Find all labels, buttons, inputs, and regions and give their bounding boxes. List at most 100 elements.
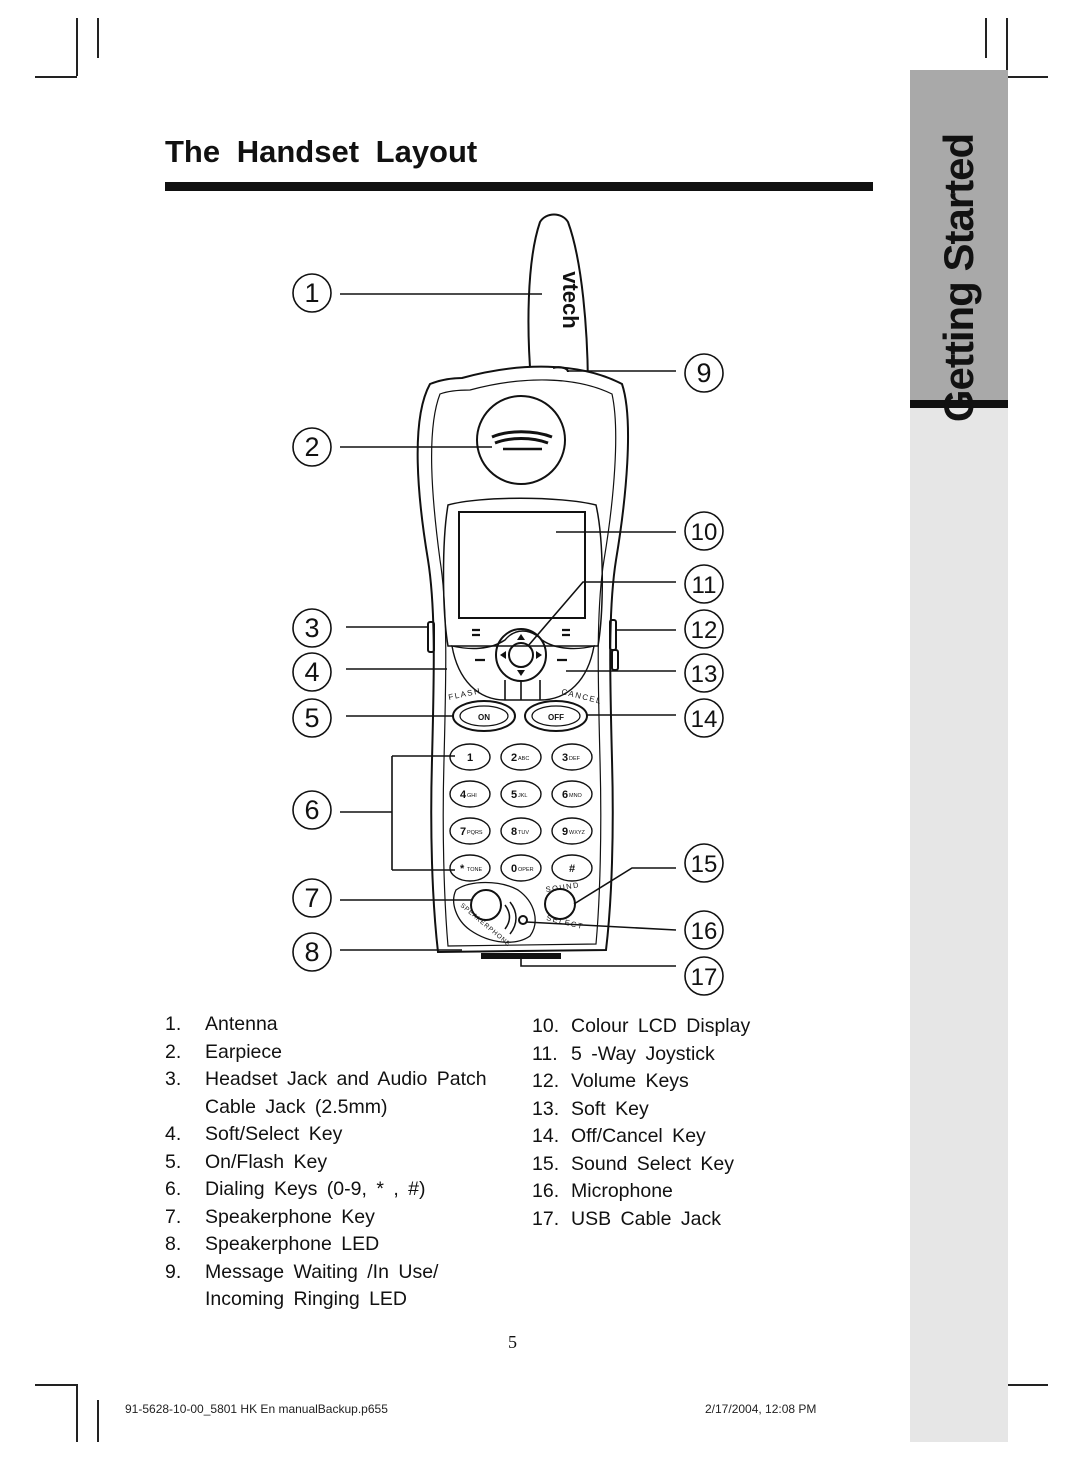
- keypad-key-letters: DEF: [569, 756, 581, 762]
- legend-item-number: 6.: [165, 1178, 182, 1200]
- crop-mark: [97, 1400, 99, 1442]
- callout-number: 4: [304, 657, 319, 687]
- legend-item: 12.Volume Keys: [532, 1069, 862, 1093]
- keypad-key-number: 9: [562, 826, 568, 838]
- callout-circle: [292, 932, 332, 972]
- keypad-key-number: 5: [511, 789, 517, 801]
- keypad-key-number: #: [569, 863, 575, 875]
- legend-item-text: Speakerphone Key: [205, 1205, 375, 1228]
- keypad-key-letters: ABC: [518, 756, 529, 762]
- legend-item-text: Message Waiting /In Use/: [205, 1260, 439, 1283]
- legend-item-text: USB Cable Jack: [571, 1207, 721, 1230]
- legend-item-number: 2.: [165, 1040, 182, 1063]
- speakerphone-led: [518, 915, 528, 925]
- keypad-key-letters: WXYZ: [569, 830, 586, 836]
- legend-item: 4.Soft/Select Key: [165, 1122, 515, 1146]
- legend-item-text: Incoming Ringing LED: [205, 1288, 408, 1310]
- legend-item-text: Dialing Keys (0-9, * , #): [205, 1178, 426, 1200]
- on-label: ON: [478, 713, 490, 722]
- speakerphone-key: [470, 889, 502, 921]
- callout-number: 9: [696, 358, 711, 388]
- crop-mark: [97, 18, 99, 58]
- callout-circle: [684, 956, 724, 996]
- legend-item-number: 16.: [532, 1180, 560, 1202]
- crop-mark: [1006, 18, 1008, 76]
- legend-item-number: 11.: [532, 1042, 558, 1065]
- keypad-key: [449, 817, 491, 845]
- legend-item: 8.Speakerphone LED: [165, 1232, 515, 1256]
- legend-item: Incoming Ringing LED: [165, 1287, 515, 1311]
- footer-timestamp: 2/17/2004, 12:08 PM: [705, 1402, 817, 1416]
- callout-circle: [684, 843, 724, 883]
- legend-item-number: 17.: [532, 1207, 560, 1230]
- legend-item-text: Earpiece: [205, 1040, 282, 1063]
- keypad-key-number: 7: [460, 826, 466, 838]
- legend-item-number: 1.: [165, 1013, 182, 1035]
- keypad-key: [500, 817, 542, 845]
- keypad-key-number: *: [460, 863, 465, 875]
- keypad-key: [500, 854, 542, 882]
- crop-mark: [76, 1384, 78, 1442]
- callout-circle: [684, 353, 724, 393]
- callout-circle: [292, 273, 332, 313]
- keypad-key: [449, 780, 491, 808]
- keypad-key-number: 0: [511, 863, 517, 875]
- legend-item-text: Soft Key: [571, 1097, 649, 1120]
- off-key: [524, 700, 588, 732]
- legend-item: 2. Earpiece: [165, 1040, 515, 1064]
- legend-item-number: 3.: [165, 1068, 182, 1090]
- callout-number: 3: [304, 613, 319, 643]
- antenna: [527, 213, 589, 393]
- callout-number: 14: [691, 706, 718, 733]
- legend-item-number: 10.: [532, 1015, 560, 1037]
- keypad-key-letters: TUV: [518, 830, 529, 836]
- keypad-key-number: 6: [562, 789, 568, 801]
- callout-number: 2: [304, 432, 319, 462]
- legend-item: Cable Jack (2.5mm): [165, 1095, 515, 1119]
- earpiece: [476, 395, 566, 485]
- legend-item-number: 8.: [165, 1233, 182, 1255]
- keypad-key-letters: MNO: [569, 793, 583, 799]
- callout-number: 5: [304, 703, 319, 733]
- legend-item-text: Microphone: [571, 1180, 673, 1202]
- legend-item: 7.Speakerphone Key: [165, 1205, 515, 1229]
- keypad-key: [551, 780, 593, 808]
- keypad-key-number: 3: [562, 752, 568, 764]
- page-number: 5: [508, 1332, 517, 1352]
- keypad-key-letters: JKL: [518, 793, 527, 799]
- callout-circle: [684, 698, 724, 738]
- lcd-frame: [442, 497, 603, 647]
- callout-number: 6: [304, 795, 319, 825]
- callout-circle: [684, 609, 724, 649]
- keypad-key: [449, 743, 491, 771]
- legend-item: 13.Soft Key: [532, 1097, 862, 1121]
- callout-circle: [292, 790, 332, 830]
- crop-mark: [35, 1384, 77, 1386]
- brand-label: vtech: [558, 271, 583, 328]
- legend-item: 11. 5 -Way Joystick: [532, 1042, 862, 1066]
- callout-number: 7: [304, 883, 319, 913]
- keypad-key-letters: TONE: [467, 867, 483, 873]
- legend-item-text: On/Flash Key: [205, 1150, 328, 1173]
- keypad-key: [551, 854, 593, 882]
- legend-item-text: Volume Keys: [571, 1070, 689, 1092]
- legend-item-text: 5 -Way Joystick: [571, 1042, 715, 1065]
- legend-item-text: Antenna: [205, 1013, 278, 1035]
- callout-number: 10: [691, 519, 718, 546]
- legend-item-text: Sound Select Key: [571, 1152, 735, 1175]
- keypad-key-number: 8: [511, 826, 517, 838]
- callout-circle: [292, 427, 332, 467]
- off-label: OFF: [548, 713, 564, 722]
- callout-number: 16: [691, 918, 718, 945]
- legend-item: 1. Antenna: [165, 1012, 515, 1036]
- page-title: The Handset Layout: [165, 134, 478, 169]
- crop-mark: [35, 76, 77, 78]
- legend-item-number: 14.: [532, 1125, 560, 1147]
- callout-number: 11: [692, 572, 717, 599]
- legend-item-number: [165, 1287, 205, 1311]
- legend-item-number: 5.: [165, 1150, 182, 1173]
- keypad-key-number: 4: [460, 789, 467, 801]
- joystick: [508, 642, 534, 668]
